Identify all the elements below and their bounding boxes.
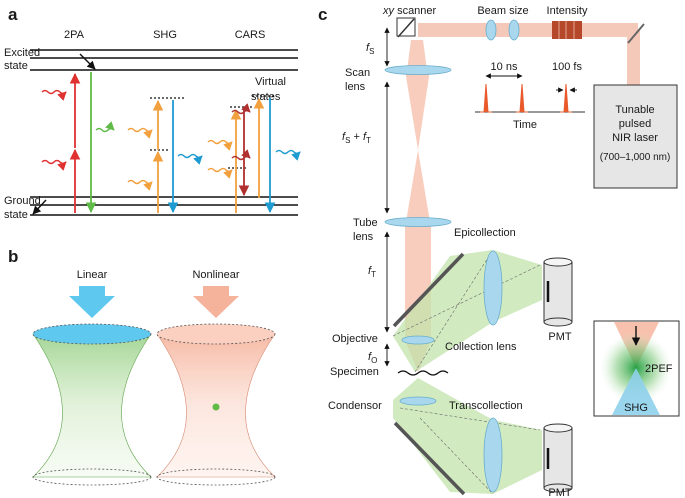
cars-transitions [207, 95, 301, 214]
objective-label: Objective [332, 333, 378, 345]
pmt-bottom-label: PMT [548, 487, 572, 498]
laser-label-2: pulsed [619, 118, 651, 130]
pmt-top-label: PMT [548, 331, 572, 343]
fs-subscript: S [369, 47, 374, 56]
beam-size-label: Beam size [477, 5, 528, 17]
intensity-modulator [552, 21, 582, 39]
pmt-top-icon [543, 257, 573, 327]
fo-subscript: O [371, 356, 377, 365]
specimen-label: Specimen [330, 366, 379, 378]
trans-collection-beam [393, 378, 542, 495]
pmt-bottom-icon [543, 423, 573, 493]
nonlinear-label: Nonlinear [192, 269, 239, 281]
transcollection-label: Transcollection [449, 400, 523, 412]
specimen-wave [397, 370, 449, 376]
condensor-label: Condensor [328, 400, 382, 412]
fsft-s-subscript: S [345, 136, 350, 145]
trans-dichroic-mirror [393, 421, 466, 496]
pulse-spacing-label: 10 ns [491, 61, 518, 73]
shg-transitions [127, 97, 203, 214]
tube-lens-label-2: lens [353, 231, 374, 243]
2pa-transitions [32, 53, 115, 215]
fsft-t-subscript: T [366, 136, 371, 145]
excited-state-label-1: Excited [4, 47, 40, 59]
ft-subscript: T [371, 270, 376, 279]
ground-state-label-1: Ground [4, 195, 41, 207]
mode-cars: CARS [235, 29, 266, 41]
virtual-states-label-1: Virtual [255, 76, 286, 88]
svg-text:fT: fT [368, 265, 376, 279]
xy-scanner-mirror [397, 18, 415, 38]
condensor-lens [399, 396, 437, 406]
epi-collection-lens [483, 250, 503, 326]
laser-label-3: NIR laser [612, 132, 658, 144]
laser-wavelength: (700–1,000 nm) [600, 152, 671, 163]
laser-label-1: Tunable [615, 104, 654, 116]
focal-volume-inset [593, 320, 680, 417]
epicollection-label: Epicollection [454, 227, 516, 239]
beam-size-lenses [485, 19, 520, 41]
mode-2pa: 2PA [64, 29, 85, 41]
svg-text:fO: fO [368, 351, 377, 365]
collection-lens-label: Collection lens [445, 341, 517, 353]
svg-text:fS + fT: fS + fT [342, 131, 371, 145]
scan-lens-label-1: Scan [345, 67, 370, 79]
mode-shg: SHG [153, 29, 177, 41]
svg-text:xy scanner: xy scanner [382, 5, 437, 17]
virtual-states-label-2: states [251, 91, 281, 103]
inset-2pef-label: 2PEF [645, 363, 673, 375]
tube-lens-label-1: Tube [353, 217, 378, 229]
scan-lens-label-2: lens [345, 81, 366, 93]
epi-dichroic-mirror [392, 252, 465, 328]
svg-text:fS: fS [366, 42, 374, 56]
linear-label: Linear [77, 269, 108, 281]
scanner-label: scanner [397, 5, 436, 17]
panel-c-label: c [318, 5, 327, 24]
trans-collection-lens [483, 417, 503, 493]
xy-label: xy [382, 5, 396, 17]
tube-lens [384, 217, 452, 227]
linear-focus-cone [32, 286, 152, 486]
pulse-train-inset [475, 73, 585, 113]
panel-a-energy-levels [30, 49, 298, 216]
panel-b-label: b [8, 247, 18, 266]
panel-a-label: a [8, 5, 18, 24]
ground-state-label-2: state [4, 209, 28, 221]
objective-lens [401, 335, 435, 345]
pulse-width-label: 100 fs [552, 61, 582, 73]
laser-box [593, 84, 678, 189]
intensity-label: Intensity [547, 5, 588, 17]
inset-shg-label: SHG [624, 402, 648, 414]
excited-state-label-2: state [4, 60, 28, 72]
xy-scanner-box [396, 17, 416, 37]
time-axis-label: Time [513, 119, 537, 131]
scan-lens [384, 65, 452, 75]
nonlinear-focus-cone [156, 286, 276, 486]
